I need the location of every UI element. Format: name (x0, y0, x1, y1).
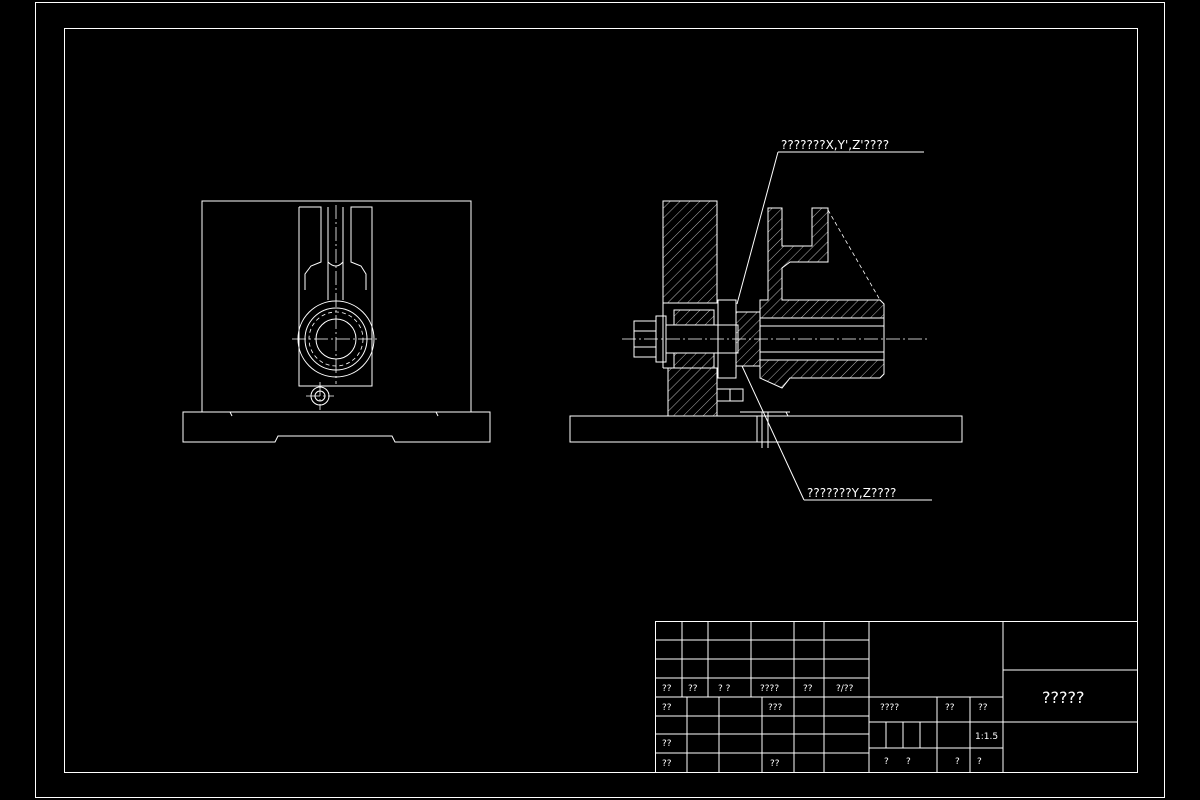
callout-bottom-label: ???????Y,Z???? (807, 486, 896, 500)
callout-top-label: ???????X,Y',Z'???? (781, 138, 889, 152)
side-section-view (569, 151, 963, 501)
callout-bottom-leader (741, 365, 805, 501)
tb-header-6: ?/?? (836, 684, 854, 694)
tb-sheet-left: ? (884, 757, 889, 767)
tb-date-label-2: ?? (770, 759, 780, 769)
side-view-upright-wall-upper (662, 200, 718, 304)
front-view (182, 200, 491, 443)
tb-approve-label: ?? (662, 739, 672, 749)
front-view-base-plate (182, 411, 491, 443)
tb-scale-label: ?? (978, 703, 988, 713)
tb-header-2: ?? (688, 684, 698, 694)
tb-designer-label: ?? (662, 703, 672, 713)
front-view-fork-bracket (298, 206, 373, 387)
tb-sheet-right2: ? (977, 757, 982, 767)
callout-top-leader (736, 151, 779, 305)
front-view-upright-block (201, 200, 472, 413)
tb-weight-label: ?? (945, 703, 955, 713)
tb-scale-value: 1:1.5 (975, 732, 998, 742)
tb-sheet-right: ? (955, 757, 960, 767)
tb-stage-label: ???? (880, 703, 899, 713)
outer-sheet-border (35, 2, 1165, 798)
tb-header-4: ???? (760, 684, 779, 694)
tb-date-label: ?? (662, 759, 672, 769)
tb-header-5: ?? (803, 684, 813, 694)
side-view-base-plate (569, 415, 963, 443)
tb-drawing-name: ????? (1042, 688, 1084, 707)
side-view-upright-wall-lower (667, 367, 718, 417)
side-view-bracket-body (759, 207, 885, 389)
tb-header-1: ?? (662, 684, 672, 694)
inner-frame-border (64, 28, 1138, 773)
tb-standard-label: ??? (768, 703, 783, 713)
tb-sheet-left2: ? (906, 757, 911, 767)
title-block (655, 621, 1138, 773)
tb-header-3: ? ? (718, 684, 731, 694)
